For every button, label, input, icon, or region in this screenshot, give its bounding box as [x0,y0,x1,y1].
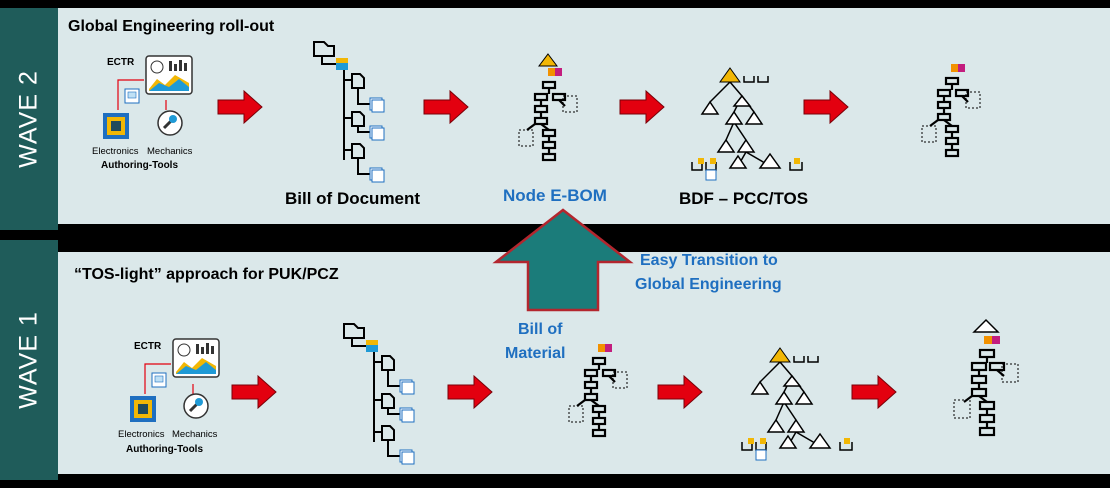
process-arrow-icon [423,89,469,125]
wave1-label: WAVE 1 [14,311,43,409]
transition-line2: Global Engineering [635,276,782,293]
process-arrow-icon [619,89,665,125]
bdf-caption: BDF – PCC/TOS [679,189,809,208]
folder-tree-icon [343,323,415,465]
wave1-band-label: WAVE 1 [0,240,58,480]
wrench-icon [157,110,183,136]
wave1-electronics-label: Electronics [118,429,165,440]
doc-icon [151,372,167,388]
process-arrow-icon [803,89,849,125]
bom-tree-icon [518,53,578,162]
product-triangle-tree-icon [741,347,853,461]
wave2-authoring-label: Authoring-Tools [101,160,179,171]
ectr-dashboard-icon [145,55,193,95]
process-arrow-icon [657,374,703,410]
bom-tree-icon [921,64,981,158]
wave2-panel [58,8,1110,224]
wave1-mechanics-label: Mechanics [172,429,218,440]
wave2-ectr-label: ECTR [107,57,135,68]
upward-transition-arrow-icon [492,208,634,312]
wave2-title: Global Engineering roll-out [68,18,275,35]
bill-of-material-line2: Material [505,345,566,362]
ectr-dashboard-icon [172,338,220,378]
wave2-mechanics-label: Mechanics [147,146,193,157]
authoring-connectors [144,363,194,394]
wave1-authoring-label: Authoring-Tools [126,444,204,455]
authoring-connectors [117,79,167,110]
chip-icon [130,396,156,422]
bill-of-document-caption: Bill of Document [285,189,421,208]
process-arrow-icon [851,374,897,410]
transition-line1: Easy Transition to [640,252,778,269]
process-arrow-icon [447,374,493,410]
product-triangle-tree-icon [691,67,803,181]
bom-tree-icon [953,318,1019,437]
folder-tree-icon [313,41,385,183]
wave2-label: WAVE 2 [14,70,43,168]
doc-icon [124,88,140,104]
node-ebom-caption: Node E-BOM [503,186,607,205]
wave1-ectr-label: ECTR [134,341,162,352]
wave2-electronics-label: Electronics [92,146,139,157]
bom-tree-icon [568,344,628,438]
chip-icon [103,113,129,139]
process-arrow-icon [231,374,277,410]
bill-of-material-line1: Bill of [518,321,563,338]
wrench-icon [183,393,209,419]
wave2-band-label: WAVE 2 [0,8,58,230]
process-arrow-icon [217,89,263,125]
wave1-title: “TOS-light” approach for PUK/PCZ [74,266,339,283]
